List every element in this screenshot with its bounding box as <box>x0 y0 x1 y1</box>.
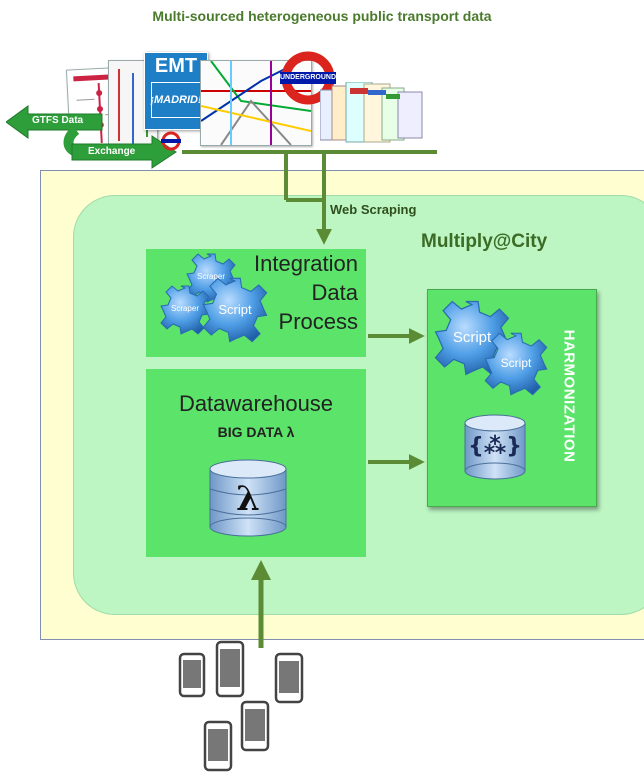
underground-roundel-icon <box>278 48 338 108</box>
gear-icon <box>434 300 510 376</box>
integration-line2: Data <box>311 280 358 305</box>
big-data-label: BIG DATA λ <box>217 424 295 440</box>
gear-label: Script <box>218 302 252 317</box>
harmonization-label: HARMONIZATION <box>552 296 586 496</box>
datawarehouse-box: Datawarehouse BIG DATA λ λ <box>146 369 366 557</box>
smartphone-icon <box>274 652 304 704</box>
database-icon: {⁂} <box>462 414 528 482</box>
gtfs-data-label: GTFS Data <box>32 115 84 126</box>
web-scraping-label: Web Scraping <box>330 202 417 217</box>
integration-data-process-box: Integration Data Process Scraper Scraper… <box>146 249 366 357</box>
gear-icon <box>484 332 548 396</box>
websites-thumbnail <box>319 81 428 148</box>
smartphone-icon <box>240 700 270 752</box>
harmonization-label-text: HARMONIZATION <box>560 329 578 463</box>
datawarehouse-title: Datawarehouse <box>178 391 334 416</box>
linked-data-symbol: {⁂} <box>468 434 522 459</box>
platform-label: Multiply@City <box>421 231 548 252</box>
gear-label: Scraper <box>170 304 199 313</box>
integration-title: Integration Data Process <box>254 249 358 336</box>
emt-logo-text: EMT <box>154 55 198 77</box>
gear-label: Scraper <box>196 272 225 281</box>
exchange-label: Exchange <box>88 146 136 157</box>
gear-icon <box>160 285 210 335</box>
gear-icon <box>202 277 268 343</box>
lambda-symbol: λ <box>236 479 260 519</box>
gear-label: Script <box>452 329 492 346</box>
smartphone-icon <box>203 720 233 772</box>
underground-label: UNDERGROUND <box>280 74 336 81</box>
small-roundel-icon <box>160 130 182 152</box>
smartphones-group <box>175 640 315 773</box>
gtfs-exchange-arrows <box>5 102 182 172</box>
database-icon: λ <box>206 459 290 539</box>
integration-line3: Process <box>278 309 358 334</box>
integration-line1: Integration <box>254 251 358 276</box>
madrid-logo-text: ¡MADRID! <box>150 94 202 106</box>
gear-label: Script <box>500 356 532 370</box>
smartphone-icon <box>178 652 206 698</box>
diagram-title: Multi-sourced heterogeneous public trans… <box>152 8 492 24</box>
harmonization-box: Script Script {⁂} <box>427 289 597 507</box>
data-sources-cluster: EMT ¡MADRID! UNDERGROUND <box>65 51 438 166</box>
smartphone-icon <box>215 640 245 698</box>
